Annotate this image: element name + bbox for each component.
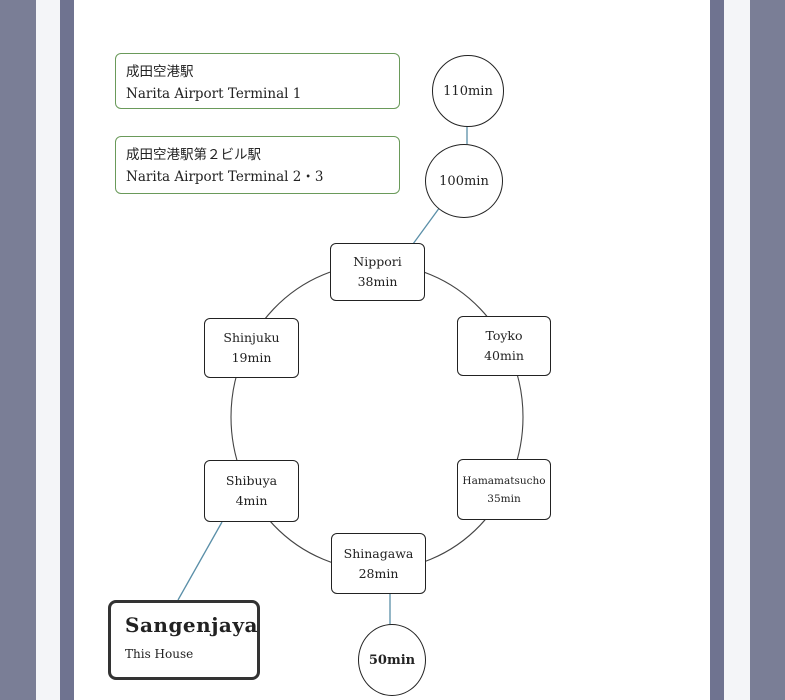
station-tokyo: Toyko 40min xyxy=(457,316,551,376)
terminal-23-jp: 成田空港駅第２ビル駅 xyxy=(126,147,261,163)
terminal-23-label: 成田空港駅第２ビル駅 Narita Airport Terminal 2・3 xyxy=(115,136,400,194)
station-time: 40min xyxy=(484,348,524,363)
connector-shibuya-home xyxy=(177,521,223,601)
station-time: 35min xyxy=(487,492,521,505)
frame-strip-right-inner xyxy=(724,0,750,700)
station-time: 4min xyxy=(235,493,268,508)
terminal-23-en: Narita Airport Terminal 2・3 xyxy=(126,169,324,185)
time-terminal-1: 110min xyxy=(443,83,493,99)
station-time: 19min xyxy=(231,350,272,365)
station-hamamatsucho: Hamamatsucho 35min xyxy=(457,459,551,520)
time-circle-terminal-23: 100min xyxy=(425,144,503,218)
station-name: Hamamatsucho xyxy=(462,474,546,487)
station-name: Shinjuku xyxy=(223,330,280,345)
terminal-1-label: 成田空港駅 Narita Airport Terminal 1 xyxy=(115,53,400,109)
station-time: 38min xyxy=(357,274,398,289)
frame-strip-left xyxy=(0,0,36,700)
yamanote-loop-line xyxy=(230,263,524,571)
frame-strip-right-edge xyxy=(710,0,724,700)
time-terminal-23: 100min xyxy=(439,173,489,189)
terminal-1-jp: 成田空港駅 xyxy=(126,64,194,80)
terminal-1-en: Narita Airport Terminal 1 xyxy=(126,86,302,102)
station-nippori: Nippori 38min xyxy=(330,243,425,301)
time-circle-terminal-1: 110min xyxy=(432,55,504,127)
frame-strip-left-edge xyxy=(60,0,74,700)
connector-t23-nippori xyxy=(412,206,441,245)
station-name: Nippori xyxy=(353,254,402,269)
station-name: Shibuya xyxy=(225,473,278,488)
home-name: Sangenjaya xyxy=(125,613,258,637)
station-time: 28min xyxy=(358,565,399,581)
frame-strip-right xyxy=(750,0,785,700)
time-circle-end: 50min xyxy=(358,624,426,696)
station-name: Shinagawa xyxy=(343,545,414,561)
station-shinjuku: Shinjuku 19min xyxy=(204,318,299,378)
station-shinagawa: Shinagawa 28min xyxy=(331,533,426,594)
home-sangenjaya: Sangenjaya This House xyxy=(108,600,260,680)
home-subtitle: This House xyxy=(125,647,194,661)
station-name: Toyko xyxy=(485,328,523,343)
time-end: 50min xyxy=(368,652,416,668)
station-shibuya: Shibuya 4min xyxy=(204,460,299,522)
frame-strip-left-inner xyxy=(36,0,60,700)
